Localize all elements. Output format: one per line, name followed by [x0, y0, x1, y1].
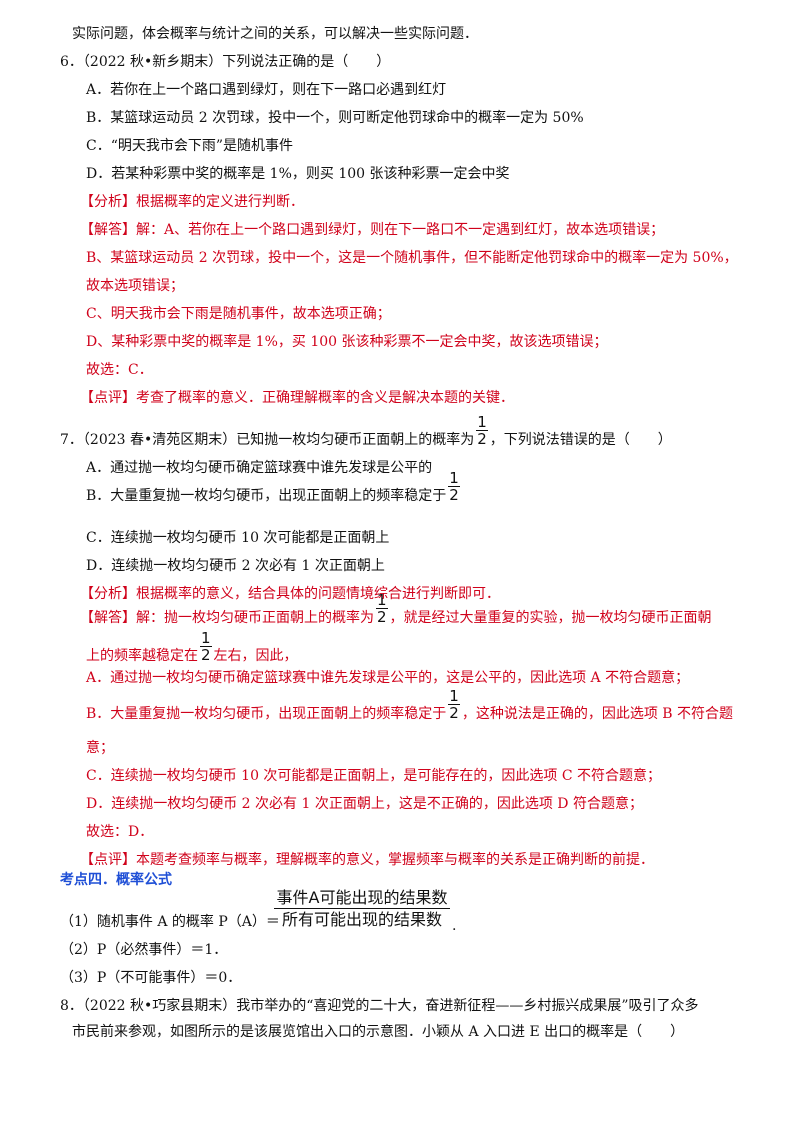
q6-answer-line-4: C、明天我市会下雨是随机事件，故本选项正确； [86, 306, 391, 322]
fraction-denominator: 2 [477, 429, 487, 448]
q6-analysis-text: 根据概率的定义进行判断． [136, 194, 304, 210]
fraction-numerator: 1 [376, 590, 388, 609]
q7-answer-tag: 【解答】 [80, 610, 136, 626]
fraction-denominator: 2 [377, 607, 387, 626]
q7-option-a: A．通过抛一枚均匀硬币确定篮球赛中谁先发球是公平的 [86, 460, 433, 476]
q7-option-c: C．连续抛一枚均匀硬币 10 次可能都是正面朝上 [86, 530, 390, 546]
fraction-denominator: 2 [449, 485, 459, 504]
q6-option-b: B．某篮球运动员 2 次罚球，投中一个，则可断定他罚球命中的概率一定为 50% [86, 110, 584, 126]
q6-answer-line-3: 故本选项错误； [86, 278, 184, 294]
fraction-numerator: 1 [448, 468, 460, 487]
fraction-denominator: 2 [449, 703, 459, 722]
formula-3: （3）P（不可能事件）＝0． [60, 970, 242, 986]
q7-stem-part-2: ，下列说法错误的是（ ） [489, 432, 672, 448]
fraction-denominator: 2 [201, 645, 211, 664]
q7-stem-part-1: 7．（2023 春•清苑区期末）已知抛一枚均匀硬币正面朝上的概率为 [60, 432, 475, 448]
q7-answer-line-3: A．通过抛一枚均匀硬币确定篮球赛中谁先发球是公平的，这是公平的，因此选项 A 不… [86, 670, 690, 686]
q7-answer-line-5: 意； [86, 740, 114, 756]
q6-comment-text: 考查了概率的意义．正确理解概率的含义是解决本题的关键． [136, 390, 514, 406]
q7-answer-line-8: 故选：D． [86, 824, 154, 840]
q7-analysis-text: 根据概率的意义，结合具体的问题情境综合进行判断即可． [136, 586, 500, 602]
q7-option-b-text: B．大量重复抛一枚均匀硬币，出现正面朝上的频率稳定于 [86, 488, 447, 504]
q7-analysis: 【分析】根据概率的意义，结合具体的问题情境综合进行判断即可． [80, 584, 500, 604]
q6-answer-tag: 【解答】 [80, 222, 136, 238]
q8-stem-line-2: 市民前来参观，如图所示的是该展览馆出入口的示意图．小颖从 A 入口进 E 出口的… [72, 1024, 685, 1040]
q6-comment-tag: 【点评】 [80, 390, 136, 406]
q6-answer-line-6: 故选：C． [86, 362, 153, 378]
q7-answer-text-1a: 解：抛一枚均匀硬币正面朝上的概率为 [136, 610, 374, 626]
q7-option-d: D．连续抛一枚均匀硬币 2 次必有 1 次正面朝上 [86, 558, 385, 574]
q7-answer-text-4b: ，这种说法是正确的，因此选项 B 不符合题 [461, 706, 734, 722]
q7-answer-line-7: D．连续抛一枚均匀硬币 2 次必有 1 次正面朝上，这是不正确的，因此选项 D … [86, 796, 643, 812]
q8-stem-line-1: 8．（2022 秋•巧家县期末）我市举办的“喜迎党的二十大，奋进新征程——乡村振… [60, 998, 699, 1014]
formula-1-suffix: . [452, 918, 457, 934]
q6-stem: 6．（2022 秋•新乡期末）下列说法正确的是（ ） [60, 54, 391, 70]
q6-answer-line-1: 【解答】解：A、若你在上一个路口遇到绿灯，则在下一路口不一定遇到红灯，故本选项错… [80, 220, 664, 240]
q6-comment: 【点评】考查了概率的意义．正确理解概率的含义是解决本题的关键． [80, 388, 514, 408]
formula-2: （2）P（必然事件）＝1． [60, 942, 228, 958]
q7-comment-tag: 【点评】 [80, 852, 136, 868]
section-4-title: 考点四．概率公式 [60, 872, 172, 888]
probability-formula-fraction: 事件A可能出现的结果数 所有可能出现的结果数 [274, 888, 450, 929]
q7-answer-text-4a: B．大量重复抛一枚均匀硬币，出现正面朝上的频率稳定于 [86, 706, 447, 722]
fraction-numerator: 1 [476, 412, 488, 431]
q6-option-a: A．若你在上一个路口遇到绿灯，则在下一路口必遇到红灯 [86, 82, 447, 98]
q7-analysis-tag: 【分析】 [80, 586, 136, 602]
q6-option-c: C．“明天我市会下雨”是随机事件 [86, 138, 294, 154]
q6-analysis-tag: 【分析】 [80, 194, 136, 210]
q7-answer-text-2a: 上的频率越稳定在 [86, 648, 198, 664]
q7-answer-text-2b: 左右，因此， [213, 648, 298, 664]
formula-denominator: 所有可能出现的结果数 [281, 910, 442, 929]
q7-answer-line-6: C．连续抛一枚均匀硬币 10 次可能都是正面朝上，是可能存在的，因此选项 C 不… [86, 768, 662, 784]
q6-analysis: 【分析】根据概率的定义进行判断． [80, 192, 304, 212]
q6-answer-line-5: D、某种彩票中奖的概率是 1%，买 100 张该种彩票不一定会中奖，故该选项错误… [86, 334, 608, 350]
fraction-numerator: 1 [200, 628, 212, 647]
formula-numerator: 事件A可能出现的结果数 [274, 888, 450, 909]
q7-answer-text-1b: ，就是经过大量重复的实验，抛一枚均匀硬币正面朝 [389, 610, 712, 626]
formula-1-prefix: （1）随机事件 A 的概率 P（A）＝ [60, 914, 280, 930]
q6-answer-text-1: 解：A、若你在上一个路口遇到绿灯，则在下一路口不一定遇到红灯，故本选项错误； [136, 222, 665, 238]
intro-text: 实际问题，体会概率与统计之间的关系，可以解决一些实际问题． [72, 26, 478, 42]
q6-option-d: D．若某种彩票中奖的概率是 1%，则买 100 张该种彩票一定会中奖 [86, 166, 510, 182]
fraction-numerator: 1 [448, 686, 460, 705]
q7-comment: 【点评】本题考查频率与概率，理解概率的意义，掌握频率与概率的关系是正确判断的前提… [80, 850, 654, 870]
q7-comment-text: 本题考查频率与概率，理解概率的意义，掌握频率与概率的关系是正确判断的前提． [136, 852, 654, 868]
q6-answer-line-2: B、某篮球运动员 2 次罚球，投中一个，这是一个随机事件，但不能断定他罚球命中的… [86, 250, 738, 266]
